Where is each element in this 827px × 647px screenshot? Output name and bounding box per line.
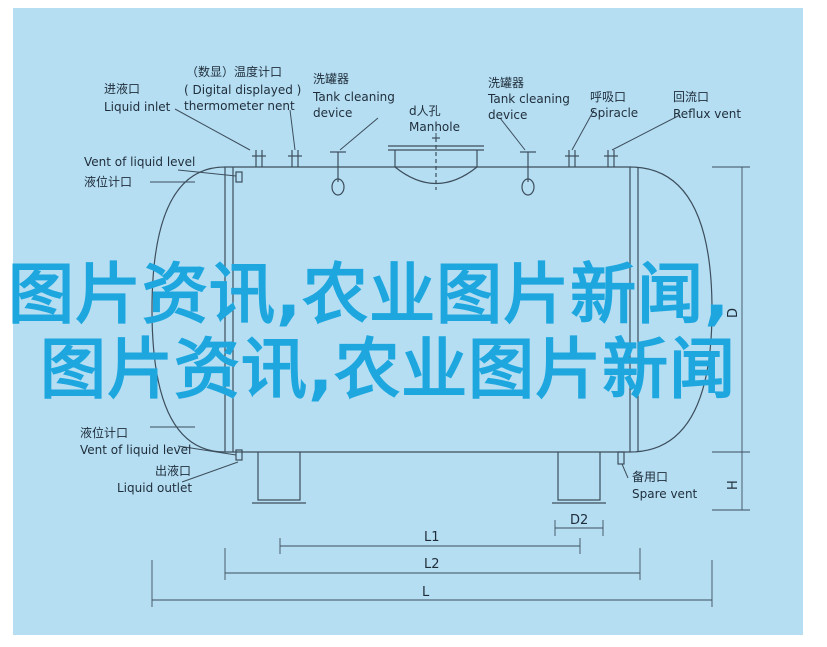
label-liquid-outlet-en: Liquid outlet: [117, 481, 192, 495]
tank-cleaning-device-right: [520, 151, 536, 196]
diagram-background: [13, 8, 803, 635]
label-tank-cleaning-left-en-1: Tank cleaning: [312, 90, 395, 104]
label-level-port-top-cn: 液位计口: [84, 174, 132, 189]
label-tank-cleaning-right-en-1: Tank cleaning: [487, 92, 570, 106]
manhole: [388, 137, 484, 190]
label-tank-cleaning-right-en-2: device: [488, 108, 527, 122]
label-spare-vent-cn: 备用口: [632, 470, 668, 484]
label-manhole-cn: d人孔: [409, 104, 441, 118]
dimension-d2: D2: [570, 513, 588, 528]
label-spare-vent-en: Spare vent: [632, 487, 698, 501]
label-spiracle-cn: 呼吸口: [590, 90, 626, 104]
label-liquid-inlet-en: Liquid inlet: [104, 100, 171, 114]
label-thermometer-en-2: thermometer nent: [184, 99, 295, 113]
leader-lines: [150, 108, 681, 483]
label-thermometer-cn: （数显）温度计口: [186, 64, 282, 79]
label-manhole-en: Manhole: [409, 120, 460, 134]
watermark-line-1: 图片资讯,农业图片新闻,: [8, 256, 731, 333]
nozzle-reflux: [604, 150, 618, 167]
dimension-d: D: [726, 308, 741, 318]
support-leg-left: [252, 452, 306, 504]
dimension-h: H: [726, 480, 741, 490]
label-vent-level-bottom-en: Vent of liquid level: [80, 443, 191, 457]
label-reflux-cn: 回流口: [673, 90, 709, 104]
dimension-l1: L1: [424, 530, 440, 545]
label-tank-cleaning-left-cn: 洗罐器: [313, 72, 349, 86]
label-tank-cleaning-right-cn: 洗罐器: [488, 76, 524, 90]
nozzle-spiracle: [565, 150, 579, 167]
nozzle-level-top: [235, 171, 243, 183]
tank-cleaning-device-left: [330, 151, 346, 196]
watermark-line-2: 图片资讯,农业图片新闻: [40, 331, 737, 408]
label-reflux-en: Reflux vent: [673, 107, 741, 121]
support-leg-right: [552, 452, 606, 504]
nozzle-liquid-inlet: [252, 150, 266, 167]
label-thermometer-en-1: ( Digital displayed ): [184, 83, 301, 97]
dimension-l2: L2: [424, 557, 440, 572]
dimension-l: L: [422, 585, 430, 600]
dimension-lines: [151, 166, 750, 607]
label-spiracle-en: Spiracle: [590, 106, 638, 120]
label-vent-level-top-en: Vent of liquid level: [84, 155, 195, 169]
labels: 进液口 Liquid inlet （数显）温度计口 ( Digital disp…: [80, 64, 741, 600]
label-liquid-inlet-cn: 进液口: [104, 81, 140, 96]
nozzle-thermometer: [288, 150, 302, 167]
label-liquid-outlet-cn: 出液口: [155, 463, 191, 478]
label-level-port-bottom-cn: 液位计口: [80, 425, 128, 440]
nozzle-spare: [617, 451, 625, 465]
label-tank-cleaning-left-en-2: device: [313, 106, 352, 120]
